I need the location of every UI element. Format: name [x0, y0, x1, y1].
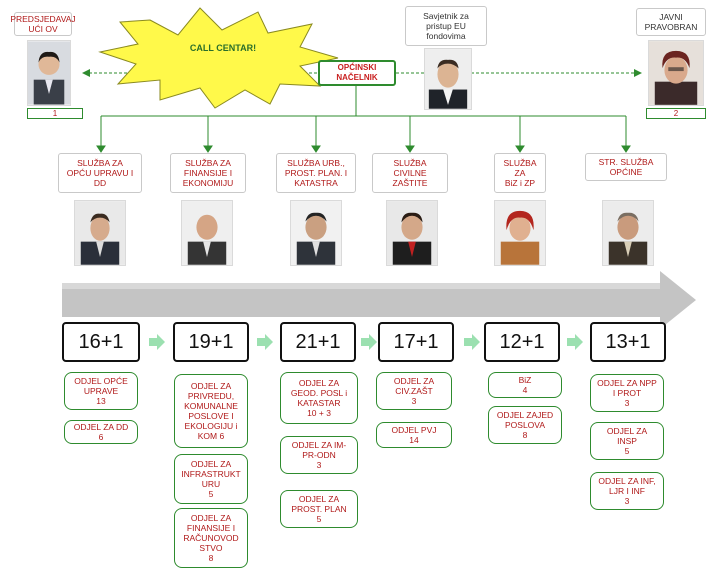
call-center-label: CALL CENTAR! [189, 43, 257, 53]
department-box: ODJEL ZA CIV.ZAŠT 3 [376, 372, 452, 410]
progress-arrow [62, 271, 696, 329]
advisor-title: Savjetnik za pristup EU fondovima [405, 6, 487, 46]
service-head-photo [74, 200, 126, 266]
service-label: SLUŽBA ZA OPĆU UPRAVU I DD [58, 153, 142, 193]
department-box: ODJEL ZA IM- PR-ODN 3 [280, 436, 358, 474]
ombudsman-photo [648, 40, 704, 106]
count-box: 19+1 [173, 322, 249, 362]
count-box: 21+1 [280, 322, 356, 362]
department-box: ODJEL ZAJED POSLOVA 8 [488, 406, 562, 444]
count-box: 13+1 [590, 322, 666, 362]
service-label: SLUŽBA ZA FINANSIJE I EKONOMIJU [170, 153, 246, 193]
service-head-photo [602, 200, 654, 266]
service-head-photo [181, 200, 233, 266]
count-box: 16+1 [62, 322, 140, 362]
department-box: ODJEL ZA FINANSIJE I RAČUNOVOD STVO 8 [174, 508, 248, 568]
department-box: ODJEL ZA NPP I PROT 3 [590, 374, 664, 412]
department-box: ODJEL OPĆE UPRAVE 13 [64, 372, 138, 410]
department-box: ODJEL ZA INSP 5 [590, 422, 664, 460]
count-box: 17+1 [378, 322, 454, 362]
chief-box: OPĆINSKI NAČELNIK [318, 60, 396, 86]
department-box: ODJEL ZA DD 6 [64, 420, 138, 444]
department-box: ODJEL ZA GEOD. POSL i KATASTAR 10 + 3 [280, 372, 358, 424]
count-box: 12+1 [484, 322, 560, 362]
service-head-photo [290, 200, 342, 266]
service-label: SLUŽBA CIVILNE ZAŠTITE [372, 153, 448, 193]
service-head-photo [386, 200, 438, 266]
service-label: SLUŽBA URB., PROST. PLAN. I KATASTRA [276, 153, 356, 193]
chairman-photo [27, 40, 71, 106]
department-box: ODJEL ZA PROST. PLAN 5 [280, 490, 358, 528]
service-head-photo [494, 200, 546, 266]
department-box: ODJEL PVJ 14 [376, 422, 452, 448]
department-box: BiZ 4 [488, 372, 562, 398]
advisor-photo [424, 48, 472, 110]
chairman-title: PREDSJEDAVAJ UĆI OV [10, 12, 76, 36]
department-box: ODJEL ZA INFRASTRUKT URU 5 [174, 454, 248, 504]
department-box: ODJEL ZA PRIVREDU, KOMUNALNE POSLOVE I E… [174, 374, 248, 448]
ombudsman-title: JAVNI PRAVOBRAN [636, 8, 706, 36]
call-center-starburst [98, 7, 339, 109]
chairman-number: 1 [27, 108, 83, 119]
ombudsman-number: 2 [646, 108, 706, 119]
service-label: STR. SLUŽBA OPĆINE [585, 153, 667, 181]
department-box: ODJEL ZA INF, LJR I INF 3 [590, 472, 664, 510]
service-label: SLUŽBA ZA BiZ i ZP [494, 153, 546, 193]
